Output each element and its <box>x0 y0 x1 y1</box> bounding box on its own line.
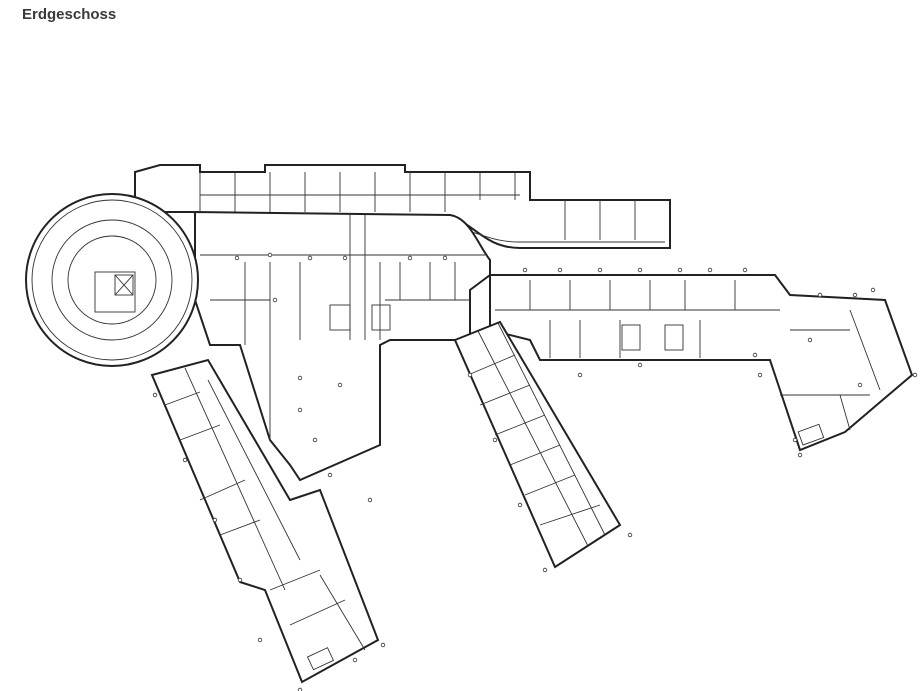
column-marker <box>792 437 798 443</box>
column-marker <box>297 687 303 691</box>
column-marker <box>212 517 218 523</box>
column-marker <box>312 437 318 443</box>
column-marker <box>297 375 303 381</box>
column-marker <box>307 255 313 261</box>
column-marker <box>380 642 386 648</box>
column-marker <box>597 267 603 273</box>
column-marker <box>297 407 303 413</box>
column-marker <box>367 497 373 503</box>
column-marker <box>257 637 263 643</box>
column-marker <box>557 267 563 273</box>
column-marker <box>757 372 763 378</box>
column-marker <box>627 532 633 538</box>
rotunda <box>25 193 199 367</box>
column-marker <box>817 292 823 298</box>
column-marker <box>707 267 713 273</box>
column-marker <box>407 255 413 261</box>
column-marker <box>852 292 858 298</box>
column-marker <box>807 337 813 343</box>
column-marker <box>342 255 348 261</box>
column-marker <box>637 267 643 273</box>
column-marker <box>467 372 473 378</box>
column-marker <box>870 287 876 293</box>
column-marker <box>352 657 358 663</box>
column-marker <box>912 372 918 378</box>
column-marker <box>234 255 240 261</box>
column-marker <box>542 567 548 573</box>
columns <box>152 252 918 691</box>
column-marker <box>752 352 758 358</box>
column-marker <box>442 255 448 261</box>
column-marker <box>327 472 333 478</box>
column-marker <box>522 267 528 273</box>
middle-wing <box>453 320 622 569</box>
column-marker <box>797 452 803 458</box>
column-marker <box>337 382 343 388</box>
column-marker <box>637 362 643 368</box>
column-marker <box>492 437 498 443</box>
column-marker <box>267 252 273 258</box>
west-wing <box>150 358 380 684</box>
column-marker <box>677 267 683 273</box>
column-marker <box>272 297 278 303</box>
column-marker <box>577 372 583 378</box>
column-marker <box>517 502 523 508</box>
column-marker <box>152 392 158 398</box>
east-wing <box>489 274 914 452</box>
column-marker <box>857 382 863 388</box>
column-marker <box>742 267 748 273</box>
central-block <box>194 210 491 482</box>
column-marker <box>237 577 243 583</box>
floor-title: Erdgeschoss <box>22 6 117 23</box>
column-marker <box>182 457 188 463</box>
